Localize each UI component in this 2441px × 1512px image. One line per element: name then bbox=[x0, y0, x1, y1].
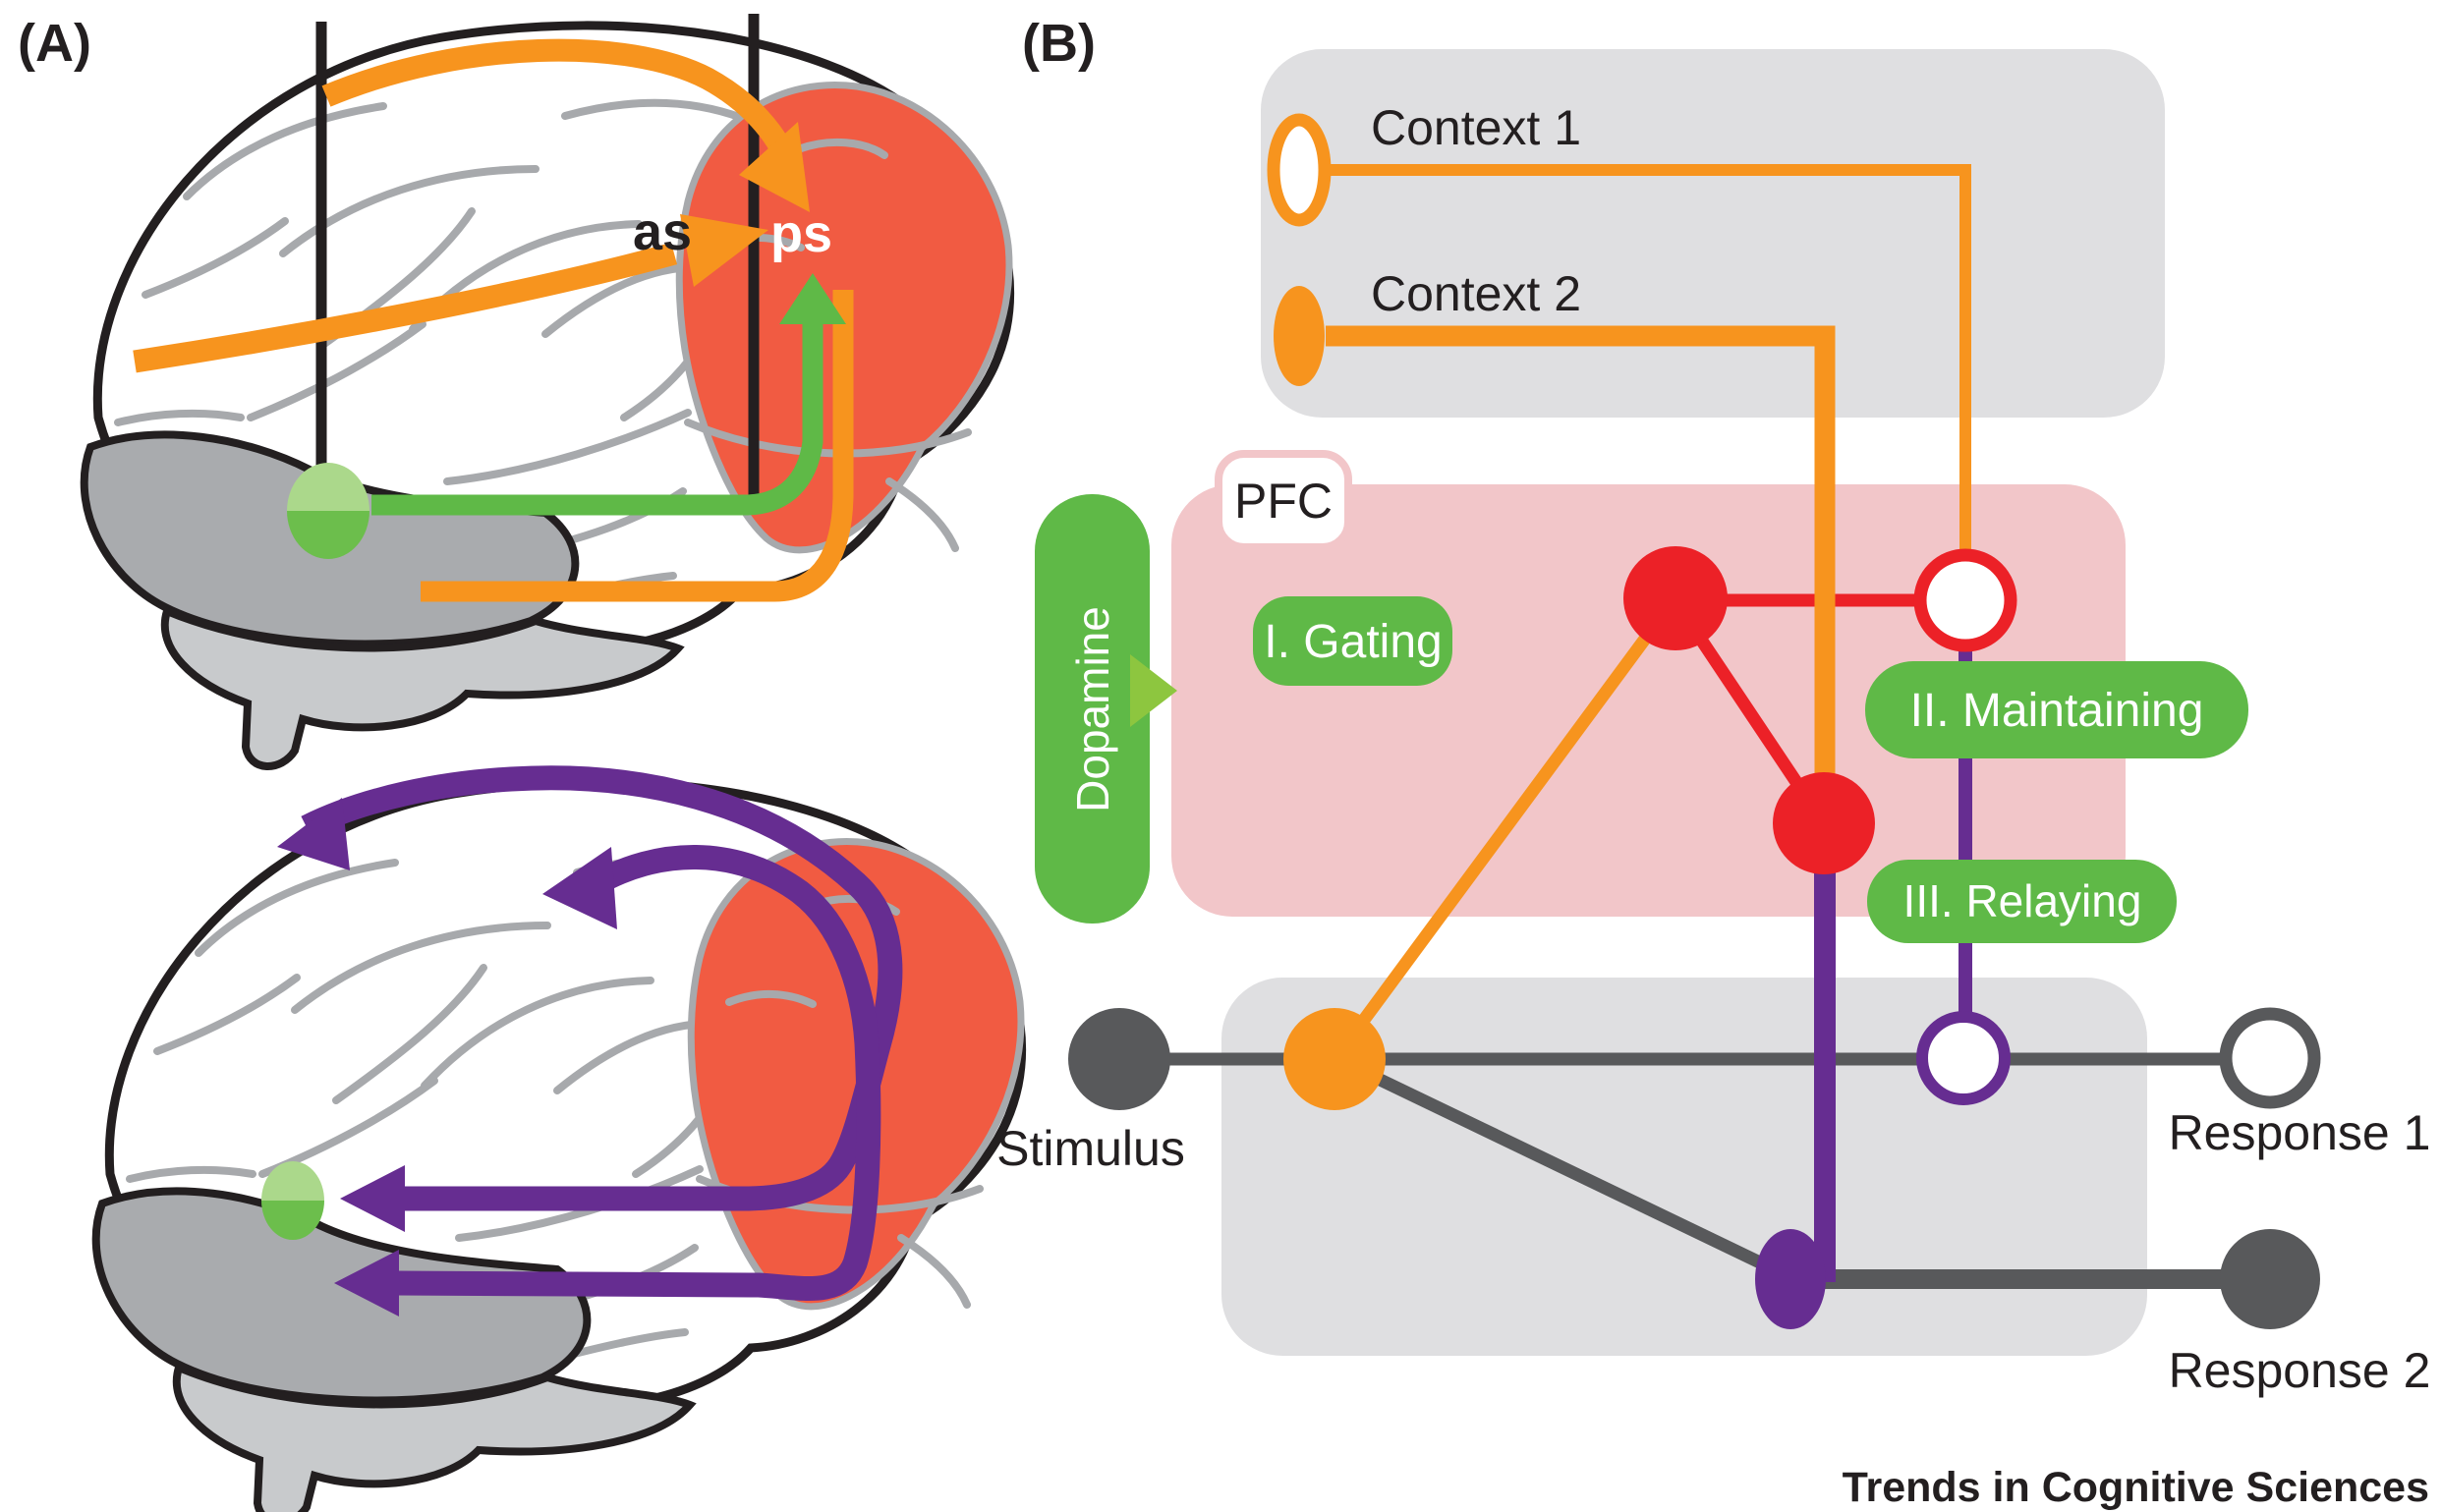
gating-pill bbox=[1253, 596, 1452, 686]
context1-node bbox=[1267, 113, 1332, 227]
panel-b-label: (B) bbox=[1022, 14, 1096, 73]
context1-label: Context 1 bbox=[1371, 100, 1581, 155]
pfc-label: PFC bbox=[1234, 474, 1333, 529]
edge-context2 bbox=[1326, 325, 1836, 830]
brain-diagram-top: as ps bbox=[85, 14, 1010, 766]
arrowhead-icon bbox=[277, 798, 350, 870]
pfc-output-neuron bbox=[1773, 772, 1875, 874]
response1-label: Response 1 bbox=[2169, 1105, 2431, 1160]
journal-name: Trends in Cognitive Sciences bbox=[1843, 1464, 2429, 1511]
brain-diagram-bottom bbox=[96, 765, 1022, 1512]
process-labels: I. Gating II. Maintaining III. Relaying bbox=[1253, 596, 2248, 943]
edge-context1 bbox=[1326, 164, 1971, 560]
gating-label: I. Gating bbox=[1264, 616, 1442, 668]
dopamine-source-icon bbox=[261, 1161, 324, 1240]
pfc-gating-neuron bbox=[1623, 546, 1728, 650]
stimulus-label: Stimulus bbox=[996, 1121, 1185, 1176]
motor-purple-neuron bbox=[1755, 1229, 1826, 1329]
circuit-nodes bbox=[1068, 113, 2321, 1329]
context-box bbox=[1261, 49, 2165, 418]
arrowhead-icon bbox=[340, 1165, 405, 1232]
arrowhead-icon bbox=[542, 847, 617, 929]
dopamine-label: Dopamine bbox=[1067, 606, 1118, 812]
edge-orange-to-purple bbox=[1338, 1055, 1793, 1283]
maintaining-label: II. Maintaining bbox=[1910, 685, 2204, 737]
sensorimotor-box bbox=[1221, 978, 2147, 1356]
arrowhead-icon bbox=[334, 1250, 399, 1316]
context2-label: Context 2 bbox=[1371, 266, 1581, 321]
maintaining-pill bbox=[1865, 661, 2248, 758]
pfc-maintaining-neuron bbox=[1913, 548, 2017, 652]
stimulus-node bbox=[1068, 1008, 1170, 1110]
green-dopamine-arrow bbox=[371, 273, 846, 516]
pfc-tab: PFC bbox=[1215, 450, 1352, 551]
edge-gating-sensory bbox=[1331, 600, 1676, 1061]
relaying-label: III. Relaying bbox=[1903, 875, 2142, 926]
arcuate-sulcus-label: as bbox=[633, 202, 692, 261]
panel-a-label: (A) bbox=[18, 14, 91, 73]
dopamine-arrow-icon bbox=[1130, 654, 1177, 727]
arrowhead-icon bbox=[779, 273, 846, 324]
relay-neuron bbox=[1916, 1011, 2011, 1105]
pfc-box bbox=[1171, 484, 2126, 917]
principal-sulcus-label: ps bbox=[770, 204, 832, 263]
dopamine-pill: Dopamine bbox=[1035, 494, 1177, 924]
orange-pathway-arrows bbox=[133, 38, 854, 602]
response2-node bbox=[2220, 1229, 2320, 1329]
relaying-pill bbox=[1867, 860, 2177, 943]
sensory-orange-neuron bbox=[1283, 1008, 1386, 1110]
purple-pathway-arrows bbox=[277, 765, 903, 1316]
response1-node bbox=[2219, 1007, 2321, 1109]
dopamine-source-icon bbox=[287, 463, 369, 559]
response2-label: Response 2 bbox=[2169, 1343, 2431, 1398]
arrowhead-icon bbox=[739, 122, 810, 212]
arrowhead-icon bbox=[680, 214, 768, 287]
context2-node bbox=[1274, 286, 1325, 386]
